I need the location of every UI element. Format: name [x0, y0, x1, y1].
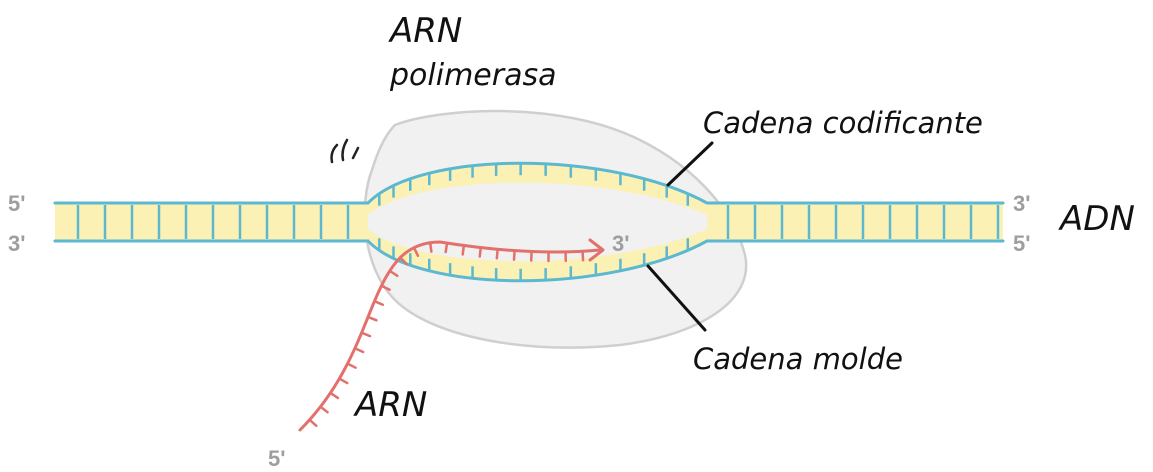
rna-start-label: 5'	[268, 446, 285, 471]
rna-base-tick	[355, 348, 363, 352]
dna-label: ADN	[1058, 199, 1135, 239]
right-duplex-fill	[707, 203, 1003, 241]
rna-base-tick	[362, 333, 370, 336]
rna-base-tick	[497, 249, 498, 258]
rna-base-tick	[330, 393, 337, 398]
rna-base-tick	[339, 379, 347, 384]
rna-label: ARN	[353, 385, 427, 425]
rna-base-tick	[310, 420, 317, 426]
rna-base-tick	[368, 317, 376, 320]
rna-base-tick	[430, 243, 431, 252]
rna-base-tick	[514, 251, 515, 260]
coding-strand-label: Cadena codificante	[703, 106, 983, 140]
template-strand-label: Cadena molde	[693, 342, 903, 376]
motion-marks	[332, 140, 358, 162]
rna-base-tick	[480, 248, 481, 257]
rna-base-tick	[446, 243, 447, 252]
rna-base-tick	[463, 246, 464, 255]
rna-base-tick	[320, 407, 327, 412]
end-label-bottom-right: 5'	[1013, 231, 1030, 256]
end-label-top-right: 3'	[1013, 191, 1030, 216]
polymerase-label-line2: polimerasa	[389, 58, 556, 93]
rna-base-tick	[374, 301, 382, 305]
end-label-top-left: 5'	[8, 191, 25, 216]
rna-tip-label: 3'	[612, 231, 629, 256]
rna-base-tick	[348, 364, 356, 368]
end-label-bottom-left: 3'	[8, 231, 25, 256]
polymerase-label-line1: ARN	[388, 11, 462, 51]
